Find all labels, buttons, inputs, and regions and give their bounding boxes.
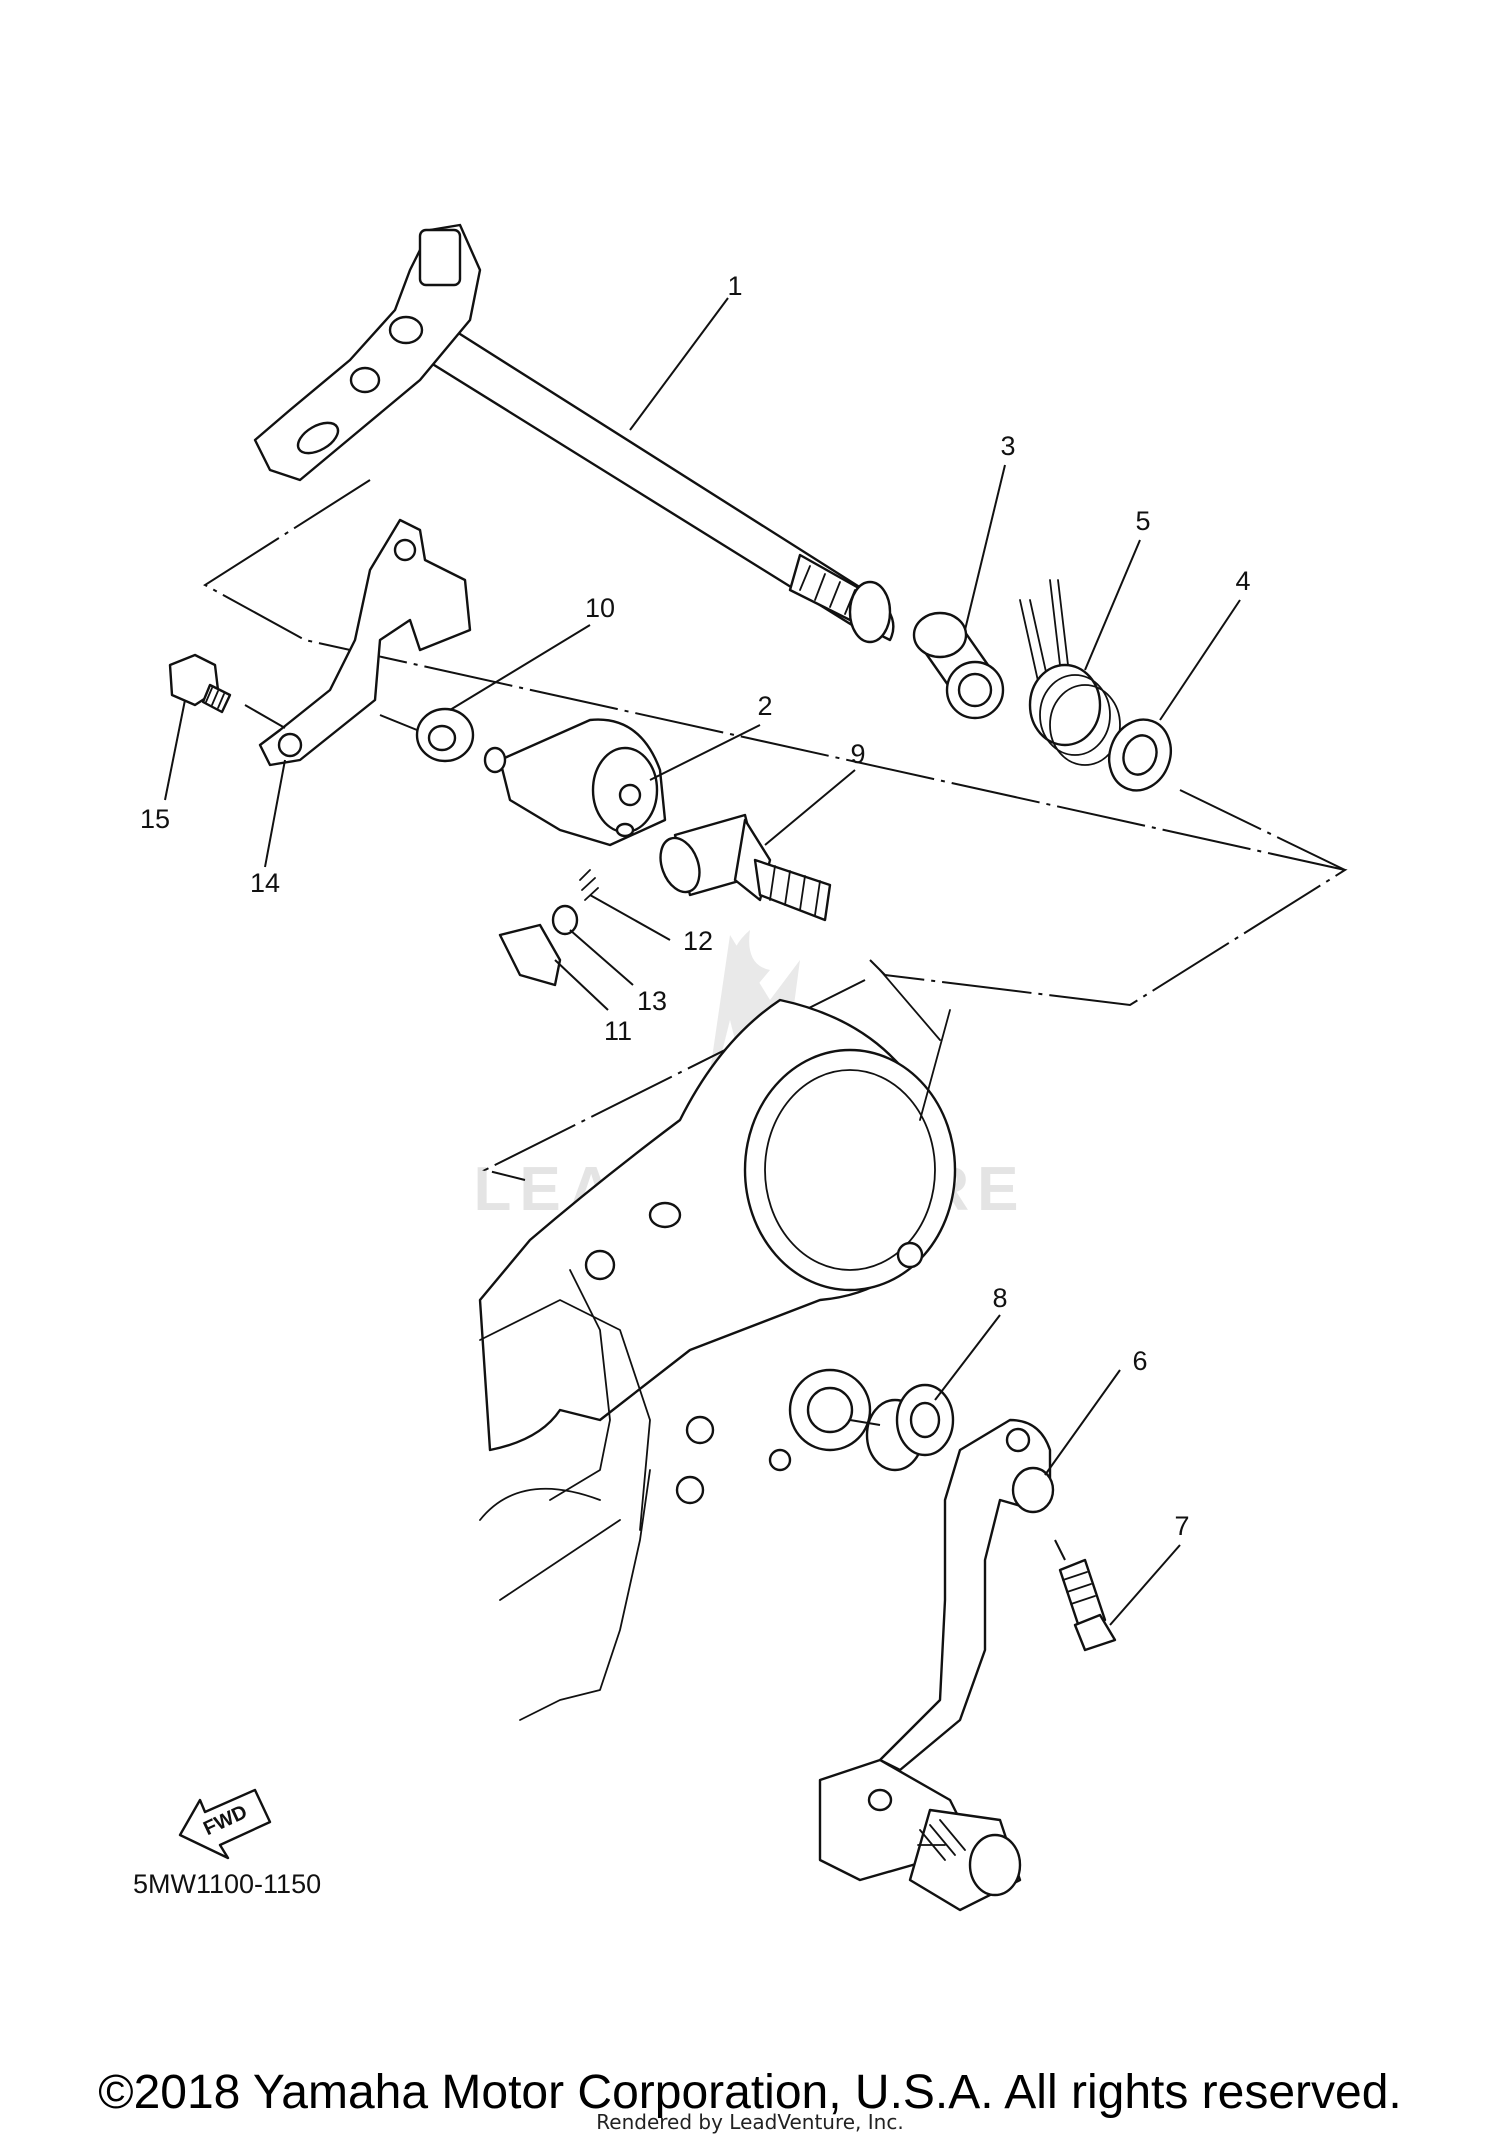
callout-8: 8 (992, 1283, 1007, 1313)
part-washer-10 (379, 707, 475, 763)
callout-13: 13 (637, 986, 667, 1016)
callout-12: 12 (683, 926, 713, 956)
part-collar-3 (912, 611, 1005, 720)
callout-9: 9 (850, 739, 865, 769)
part-bolt-7 (1054, 1539, 1117, 1652)
part-bolt-9 (659, 813, 832, 922)
callout-3: 3 (1000, 431, 1015, 461)
copyright-notice: ©2018 Yamaha Motor Corporation, U.S.A. A… (98, 2066, 1402, 2119)
part-bolt-15 (168, 653, 286, 729)
callout-6: 6 (1132, 1346, 1147, 1376)
part-stopper-lever (483, 718, 667, 847)
part-crankcase (478, 969, 957, 1721)
part-shift-pedal (818, 1418, 1055, 1912)
part-shift-shaft (253, 223, 895, 644)
callout-10: 10 (585, 593, 615, 623)
callout-7: 7 (1174, 1511, 1189, 1541)
callout-15: 15 (140, 804, 170, 834)
part-plate (258, 518, 472, 767)
part-detent-spring-ball (498, 869, 599, 987)
callout-11: 11 (604, 1016, 632, 1046)
callout-1: 1 (727, 271, 742, 301)
part-spring-5 (1019, 579, 1121, 766)
fwd-arrow: FWD (178, 1788, 272, 1860)
part-code: 5MW1100-1150 (133, 1869, 321, 1899)
callout-labels: 1 2 3 4 5 6 7 8 9 10 11 12 13 14 15 (140, 271, 1251, 1541)
part-washer-4 (1108, 718, 1172, 792)
rendered-by-notice: Rendered by LeadVenture, Inc. (596, 2110, 904, 2134)
callout-4: 4 (1235, 566, 1250, 596)
callout-14: 14 (250, 868, 280, 898)
callout-2: 2 (757, 691, 772, 721)
callout-5: 5 (1135, 506, 1150, 536)
fwd-arrow-icon (178, 1788, 272, 1860)
callout-leaders (164, 297, 1241, 1626)
part-oil-seal-8 (849, 1383, 955, 1472)
